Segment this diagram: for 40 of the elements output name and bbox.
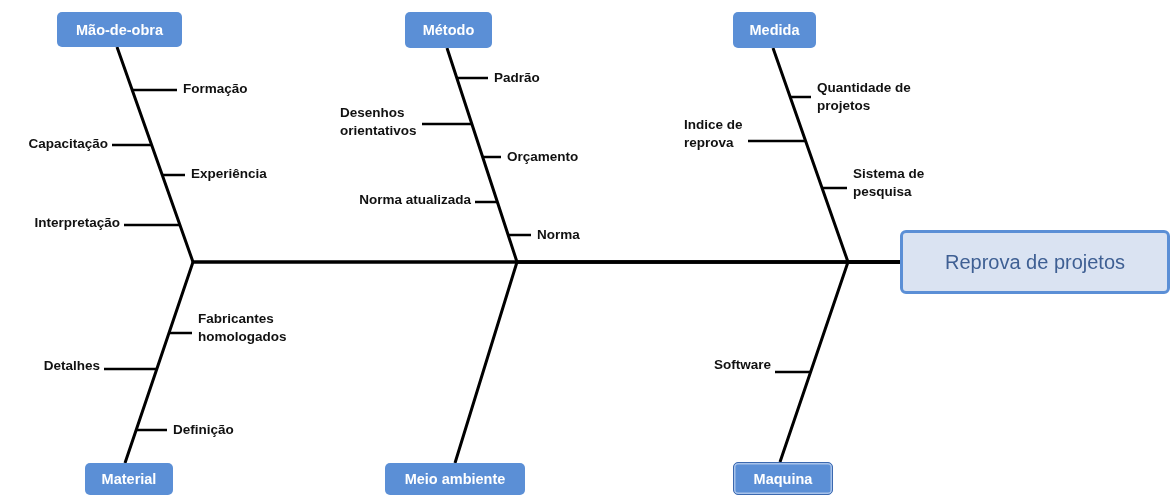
branch-line xyxy=(136,428,167,432)
branch-line xyxy=(124,223,180,227)
branch-line xyxy=(422,122,472,126)
branch-line xyxy=(822,186,847,190)
cause-label: Orçamento xyxy=(507,148,580,166)
cause-label: Quantidade de projetos xyxy=(817,79,912,115)
branch-line xyxy=(104,367,157,371)
branch-line xyxy=(162,173,185,177)
bone-line xyxy=(778,260,900,463)
branch-line xyxy=(508,233,531,237)
category-box: Material xyxy=(85,463,173,495)
branch-line xyxy=(475,200,498,204)
branch-line xyxy=(456,76,488,80)
cause-label: Fabricantes homologados xyxy=(198,310,288,346)
effect-box: Reprova de projetos xyxy=(900,230,1170,294)
branch-line xyxy=(775,370,811,374)
branch-line xyxy=(790,95,811,99)
branch-line xyxy=(132,88,177,92)
cause-label: Padrão xyxy=(494,69,541,87)
cause-label: Capacitação xyxy=(8,135,108,153)
cause-label: Norma atualizada xyxy=(327,191,471,209)
branch-line xyxy=(482,155,501,159)
cause-label: Experiência xyxy=(191,165,268,183)
cause-label: Indice de reprova xyxy=(684,116,744,152)
category-box: Meio ambiente xyxy=(385,463,525,495)
branch-line xyxy=(748,139,806,143)
cause-label: Desenhos orientativos xyxy=(340,104,418,140)
category-box: Método xyxy=(405,12,492,48)
branch-line xyxy=(169,331,192,335)
cause-label: Interpretação xyxy=(8,214,120,232)
branch-line xyxy=(112,143,152,147)
cause-label: Definição xyxy=(173,421,235,439)
cause-label: Software xyxy=(690,356,771,374)
category-box: Maquina xyxy=(733,462,833,495)
cause-label: Sistema de pesquisa xyxy=(853,165,926,201)
cause-label: Norma xyxy=(537,226,581,244)
category-box: Mão-de-obra xyxy=(57,12,182,47)
cause-label: Formação xyxy=(183,80,249,98)
category-box: Medida xyxy=(733,12,816,48)
cause-label: Detalhes xyxy=(20,357,100,375)
